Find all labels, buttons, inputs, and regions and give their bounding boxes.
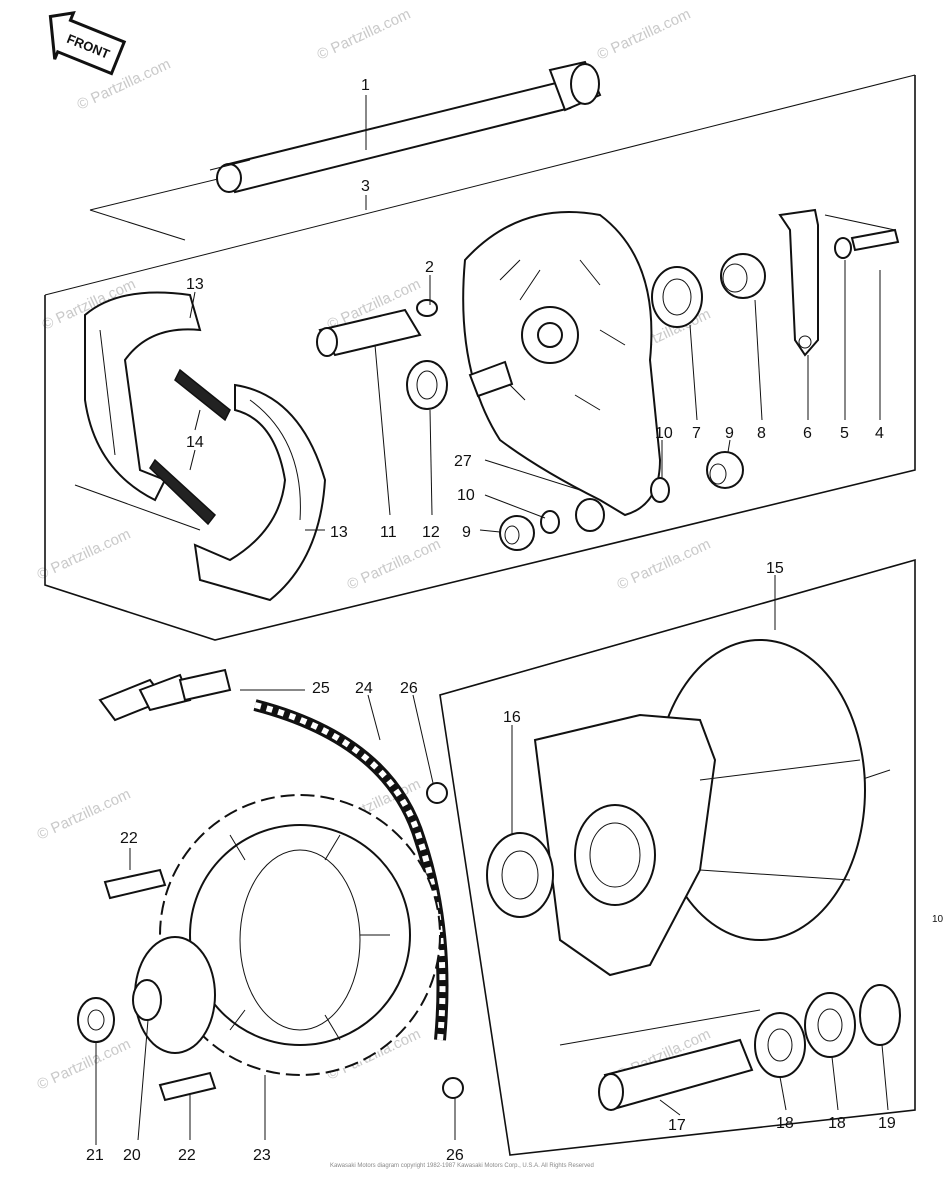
rear-hub <box>533 639 866 977</box>
callout-14: 14 <box>186 434 204 451</box>
washer-lower <box>540 510 560 534</box>
watermark: © Partzilla.com <box>315 6 414 64</box>
callout-labels: 1 2 3 4 5 6 7 8 9 9 10 10 11 12 13 13 14… <box>86 77 896 1164</box>
brake-lever <box>778 208 819 357</box>
callout-4: 4 <box>875 425 884 442</box>
brake-panel <box>462 211 662 517</box>
rear-axle <box>209 60 602 194</box>
watermark: © Partzilla.com <box>35 786 134 844</box>
rear-sprocket <box>159 794 441 1076</box>
callout-15: 15 <box>766 560 784 577</box>
bolt <box>850 228 900 252</box>
sprocket-coupling <box>132 936 216 1054</box>
callout-6: 6 <box>803 425 812 442</box>
needle-bearing <box>575 498 605 532</box>
callout-13-lower: 13 <box>330 524 348 541</box>
callout-17: 17 <box>668 1117 686 1134</box>
side-mark: 10 <box>932 914 944 925</box>
callout-2: 2 <box>425 259 434 276</box>
callout-9-lower: 9 <box>462 524 471 541</box>
hub-frame <box>439 558 916 1156</box>
callout-26-lower: 26 <box>446 1147 464 1164</box>
callout-18-b: 18 <box>828 1115 846 1132</box>
axle-nut <box>77 997 115 1043</box>
callout-5: 5 <box>840 425 849 442</box>
callout-22-lower: 22 <box>178 1147 196 1164</box>
callout-16: 16 <box>503 709 521 726</box>
nut-upper <box>426 782 448 804</box>
watermark: © Partzilla.com <box>345 536 444 594</box>
washer <box>834 237 852 259</box>
callout-13-upper: 13 <box>186 276 204 293</box>
watermark: © Partzilla.com <box>35 526 134 584</box>
drive-chain <box>253 699 449 1041</box>
callout-11: 11 <box>380 524 397 541</box>
callout-8: 8 <box>757 425 766 442</box>
callout-26-upper: 26 <box>400 680 418 697</box>
collar <box>406 360 448 410</box>
front-arrow-icon: FRONT <box>48 10 127 76</box>
callout-25: 25 <box>312 680 330 697</box>
callout-22-upper: 22 <box>120 830 138 847</box>
bushing-lower <box>499 515 535 551</box>
callout-12: 12 <box>422 524 440 541</box>
copyright-footer: Kawasaki Motors diagram copyright 1982-1… <box>330 1163 594 1169</box>
callout-20: 20 <box>123 1147 141 1164</box>
washer-upper <box>650 477 670 503</box>
collar-8 <box>720 253 766 299</box>
wheel-bearing-b <box>804 992 856 1058</box>
wheel-bearing-a <box>754 1012 806 1078</box>
callout-19: 19 <box>878 1115 896 1132</box>
callout-24: 24 <box>355 680 373 697</box>
callout-21: 21 <box>86 1147 104 1164</box>
brake-shoes <box>84 291 327 602</box>
hub-bearing <box>486 832 554 918</box>
watermark: © Partzilla.com <box>615 536 714 594</box>
axle-spacer <box>598 1038 754 1111</box>
callout-18-a: 18 <box>776 1115 794 1132</box>
leader-lines <box>95 95 889 1145</box>
callout-27: 27 <box>454 453 472 470</box>
bushing-upper <box>706 451 744 489</box>
brake-camshaft <box>316 299 438 357</box>
callout-1: 1 <box>361 77 370 94</box>
callout-7: 7 <box>692 425 701 442</box>
watermark: © Partzilla.com <box>35 1036 134 1094</box>
oil-seal <box>651 266 703 328</box>
sprocket-bolt-upper <box>103 868 167 900</box>
callout-23: 23 <box>253 1147 271 1164</box>
callout-10-upper: 10 <box>655 425 673 442</box>
callout-3: 3 <box>361 178 370 195</box>
sprocket-bolt-lower <box>158 1071 217 1102</box>
master-link <box>98 668 232 722</box>
callout-10-lower: 10 <box>457 487 475 504</box>
watermark: © Partzilla.com <box>595 6 694 64</box>
callout-9-upper: 9 <box>725 425 734 442</box>
nut-lower <box>442 1077 464 1099</box>
circlip <box>859 984 901 1046</box>
